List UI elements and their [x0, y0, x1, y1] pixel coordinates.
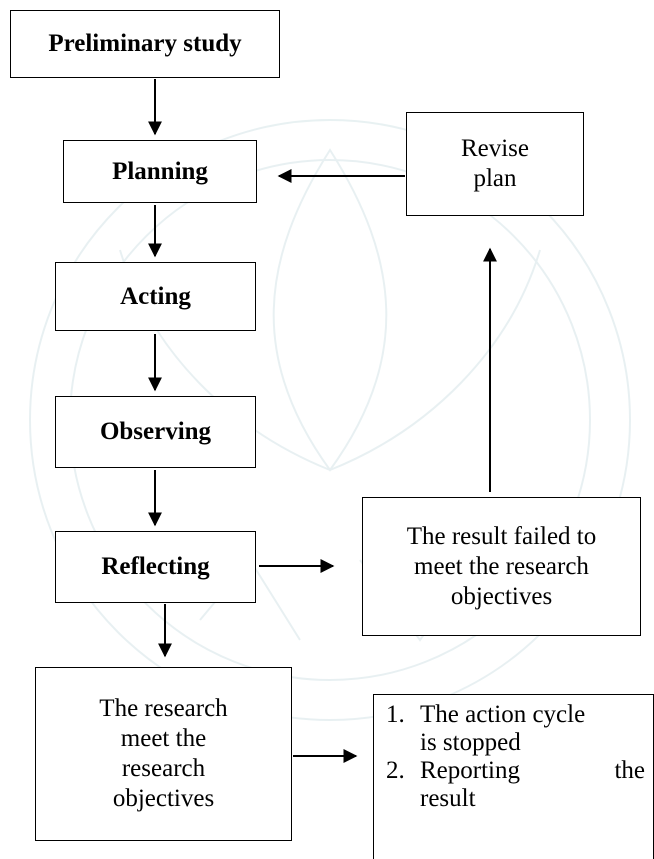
- outcome-item-2-line-2: result: [420, 785, 476, 812]
- reflecting-label: Reflecting: [101, 553, 210, 580]
- failed-result-line-3: objectives: [450, 582, 553, 610]
- preliminary-study-box: Preliminary study: [10, 10, 280, 78]
- outcome-item-2: 2. Reporting the result: [386, 757, 645, 813]
- failed-result-line-2: meet the research: [414, 552, 589, 580]
- outcome-list-box: 1. The action cycle is stopped 2. Report…: [373, 694, 654, 859]
- outcome-item-2-line-1: Reporting the: [420, 757, 645, 784]
- outcome-item-2-number: 2.: [386, 757, 405, 784]
- revise-plan-line-2: plan: [473, 165, 517, 192]
- outcome-item-1-line-2: is stopped: [420, 729, 521, 756]
- met-result-line-4: objectives: [112, 785, 215, 812]
- planning-box: Planning: [63, 140, 257, 203]
- failed-result-line-1: The result failed to: [406, 522, 597, 550]
- met-result-line-3: research: [121, 755, 206, 782]
- failed-result-box: The result failed to meet the research o…: [362, 497, 641, 636]
- met-result-box: The research meet the research objective…: [35, 667, 292, 841]
- preliminary-study-label: Preliminary study: [48, 30, 242, 57]
- planning-label: Planning: [112, 157, 208, 185]
- met-result-line-2: meet the: [120, 725, 207, 752]
- acting-box: Acting: [55, 262, 256, 331]
- outcome-item-1: 1. The action cycle is stopped: [386, 701, 645, 757]
- outcome-item-1-number: 1.: [386, 701, 405, 728]
- revise-plan-line-1: Revise: [460, 135, 530, 162]
- observing-label: Observing: [99, 418, 212, 445]
- acting-label: Acting: [120, 282, 191, 310]
- met-result-line-1: The research: [99, 695, 228, 722]
- revise-plan-box: Revise plan: [406, 112, 584, 216]
- observing-box: Observing: [55, 396, 256, 468]
- reflecting-box: Reflecting: [55, 531, 256, 603]
- outcome-item-1-line-1: The action cycle: [420, 701, 586, 728]
